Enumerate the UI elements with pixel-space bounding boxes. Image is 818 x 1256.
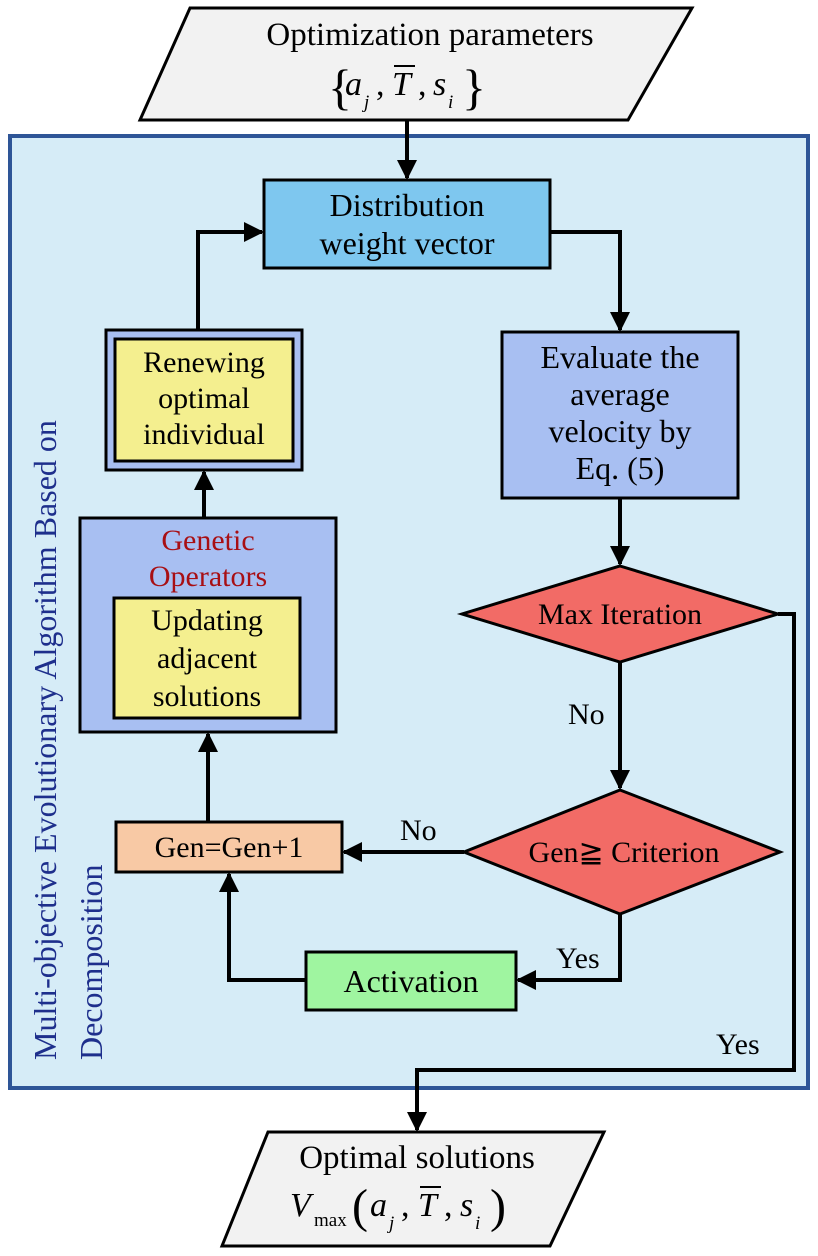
evaluate-line4: Eq. (5) xyxy=(576,450,665,486)
input-parallelogram xyxy=(137,6,695,122)
renewing-inner-box xyxy=(113,337,295,463)
updating-line2: adjacent xyxy=(157,642,258,675)
output-math-a: a xyxy=(370,1187,387,1224)
updating-line3: solutions xyxy=(153,680,261,713)
renewing-line1: Renewing xyxy=(143,346,265,379)
input-math-lbrace: { xyxy=(328,59,352,115)
gen-criterion-label: Gen≧ Criterion xyxy=(529,836,720,869)
input-math-comma1: , xyxy=(376,66,385,103)
connector-activation-to-gen xyxy=(219,872,306,982)
output-math-V-sub: max xyxy=(314,1210,347,1231)
input-math-a: a xyxy=(345,66,362,103)
activation-node: Activation xyxy=(304,950,518,1012)
container-title: Multi-objective Evolutionary Algorithm B… xyxy=(27,420,109,1060)
output-math-s: s xyxy=(460,1187,473,1224)
input-math-rbrace: } xyxy=(462,59,486,115)
renewing-node: Renewing optimal individual xyxy=(104,328,304,472)
distribution-line2: weight vector xyxy=(319,225,494,261)
input-math-a-sub: j xyxy=(361,92,369,113)
genetic-operators-title-line2: Operators xyxy=(149,560,267,593)
evaluate-velocity-node: Evaluate the average velocity by Eq. (5) xyxy=(500,330,740,500)
output-math-rparen: ) xyxy=(490,1180,506,1233)
output-math-comma1: , xyxy=(401,1187,410,1224)
input-parameters-node: Optimization parameters { a j , T , s i … xyxy=(137,6,695,122)
gen-increment-label: Gen=Gen+1 xyxy=(155,831,304,864)
gen-increment-node: Gen=Gen+1 xyxy=(114,820,344,874)
renewing-line2: optimal xyxy=(158,382,250,415)
connector-criterion-yes xyxy=(516,914,622,990)
distribution-weight-vector-node: Distribution weight vector xyxy=(262,178,552,270)
renewing-line3: individual xyxy=(143,418,265,451)
container-title-line1: Multi-objective Evolutionary Algorithm B… xyxy=(27,420,63,1060)
container-title-line2: Decomposition xyxy=(73,864,109,1060)
label-max-iteration-no: No xyxy=(568,698,605,731)
input-math-comma2: , xyxy=(418,66,427,103)
distribution-box xyxy=(262,178,552,270)
output-solutions-node: Optimal solutions V max ( a j , T , s i … xyxy=(219,1130,607,1248)
input-math-s: s xyxy=(433,66,446,103)
genetic-operators-title-line1: Genetic xyxy=(161,524,254,557)
connector-max-iteration-yes xyxy=(407,612,796,1132)
connectors xyxy=(194,120,796,1132)
updating-line1: Updating xyxy=(151,604,263,637)
output-math-comma2: , xyxy=(444,1187,453,1224)
connector-distribution-to-evaluate xyxy=(550,230,630,332)
distribution-line1: Distribution xyxy=(330,187,485,223)
output-parallelogram xyxy=(219,1130,607,1248)
output-math-a-sub: j xyxy=(386,1213,394,1234)
label-max-iteration-yes: Yes xyxy=(716,1028,760,1061)
max-iteration-decision: Max Iteration xyxy=(456,564,784,664)
gen-increment-box xyxy=(114,820,344,874)
activation-label: Activation xyxy=(343,963,478,999)
output-math-s-sub: i xyxy=(475,1213,480,1234)
max-iteration-label: Max Iteration xyxy=(538,598,702,631)
label-criterion-no: No xyxy=(400,814,437,847)
evaluate-box xyxy=(500,330,740,500)
input-math: { a j , T , s i } xyxy=(328,59,486,115)
input-math-T: T xyxy=(392,66,413,103)
output-math-lparen: ( xyxy=(352,1180,368,1233)
output-math-T: T xyxy=(418,1187,439,1224)
genetic-operators-node: Genetic Operators Updating adjacent solu… xyxy=(78,516,338,734)
output-label: Optimal solutions xyxy=(299,1140,535,1176)
evaluate-line1: Evaluate the xyxy=(540,339,699,375)
input-label: Optimization parameters xyxy=(266,17,593,53)
input-math-s-sub: i xyxy=(448,92,453,113)
evaluate-line3: velocity by xyxy=(548,413,691,449)
label-criterion-yes: Yes xyxy=(556,942,600,975)
evaluate-line2: average xyxy=(570,376,669,412)
gen-criterion-decision: Gen≧ Criterion xyxy=(459,788,785,916)
connector-renewing-to-distribution xyxy=(196,222,264,330)
updating-box xyxy=(112,596,302,720)
